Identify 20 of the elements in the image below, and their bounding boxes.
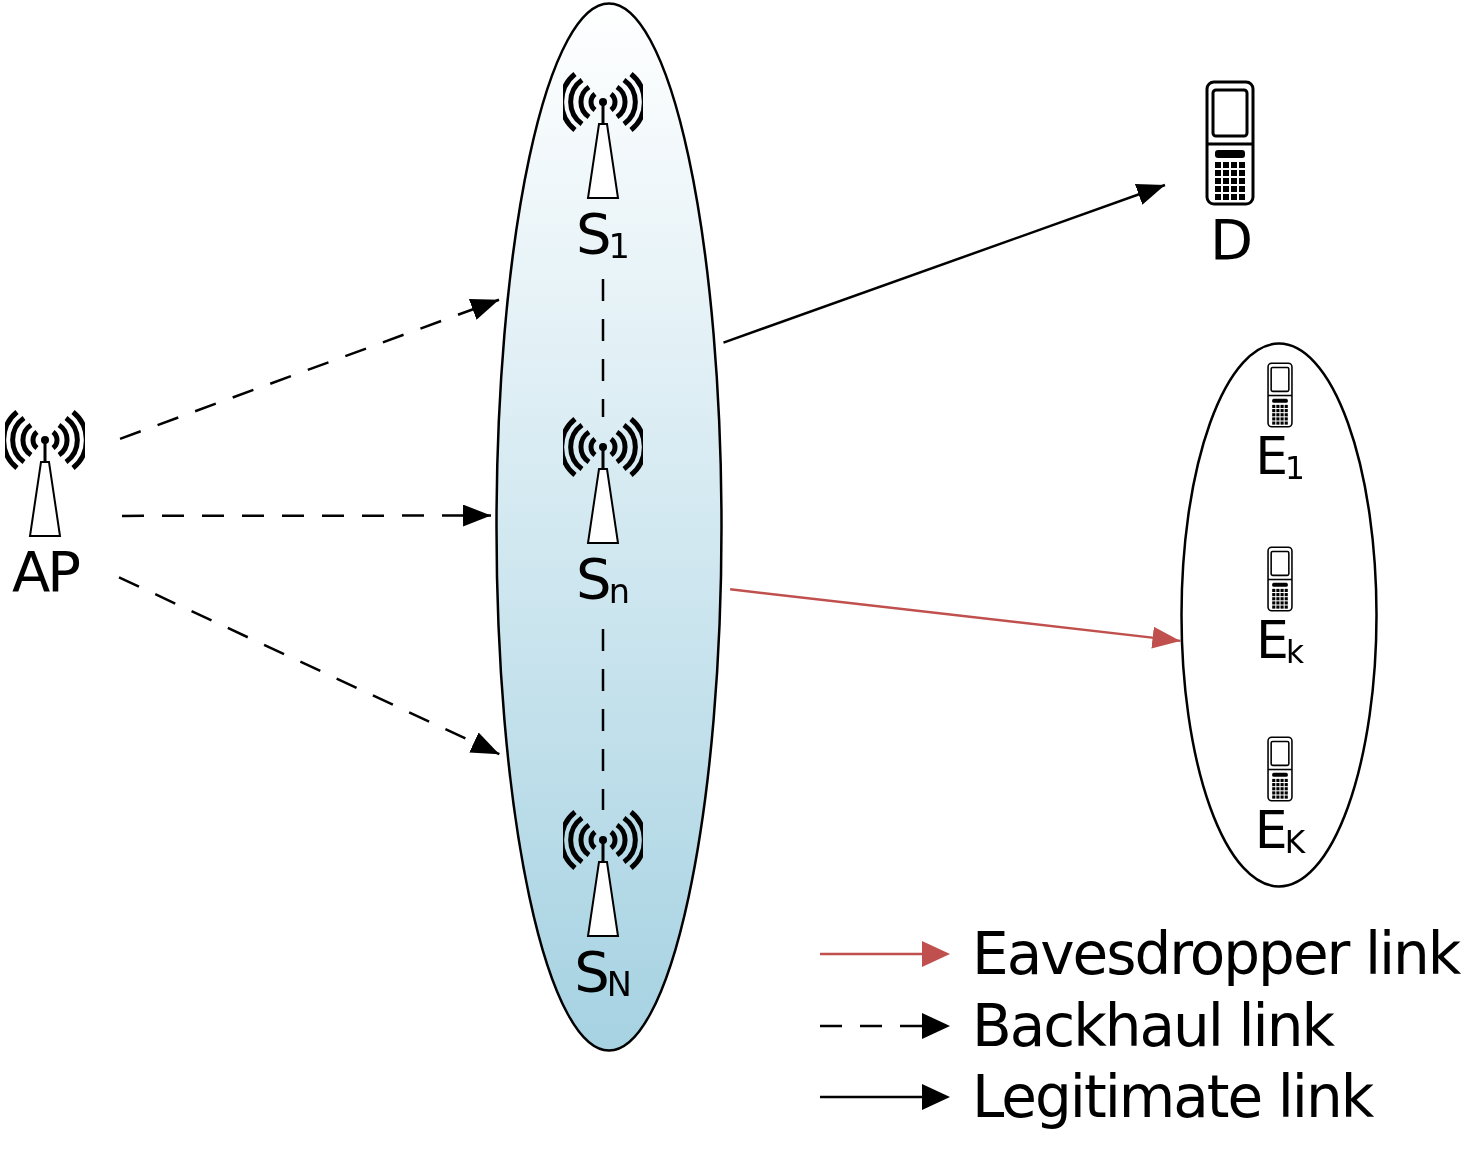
arrow (118, 576, 500, 756)
legend-label: Eavesdropper link (972, 920, 1460, 988)
node-label: D (1209, 212, 1251, 268)
node-label: E$_{k}$ (1256, 614, 1304, 668)
legend-label: Legitimate link (972, 1063, 1373, 1131)
relay-cluster-ellipse (495, 2, 723, 1052)
legend-label: Backhaul link (972, 992, 1333, 1060)
node-label: S$_{n}$ (576, 551, 630, 609)
connector-line (601, 279, 605, 417)
arrow (119, 298, 500, 440)
arrow (730, 588, 1181, 649)
eavesdropper-cluster-ellipse (1180, 342, 1378, 888)
node-label: S$_{N}$ (574, 944, 632, 1002)
node-label: E$_{K}$ (1254, 804, 1306, 858)
arrow (723, 183, 1166, 344)
node-label: AP (11, 544, 79, 600)
node-label: S$_{1}$ (576, 206, 630, 264)
connector-line (601, 629, 605, 810)
node-label: E$_{1}$ (1255, 430, 1305, 484)
arrow (122, 504, 492, 527)
